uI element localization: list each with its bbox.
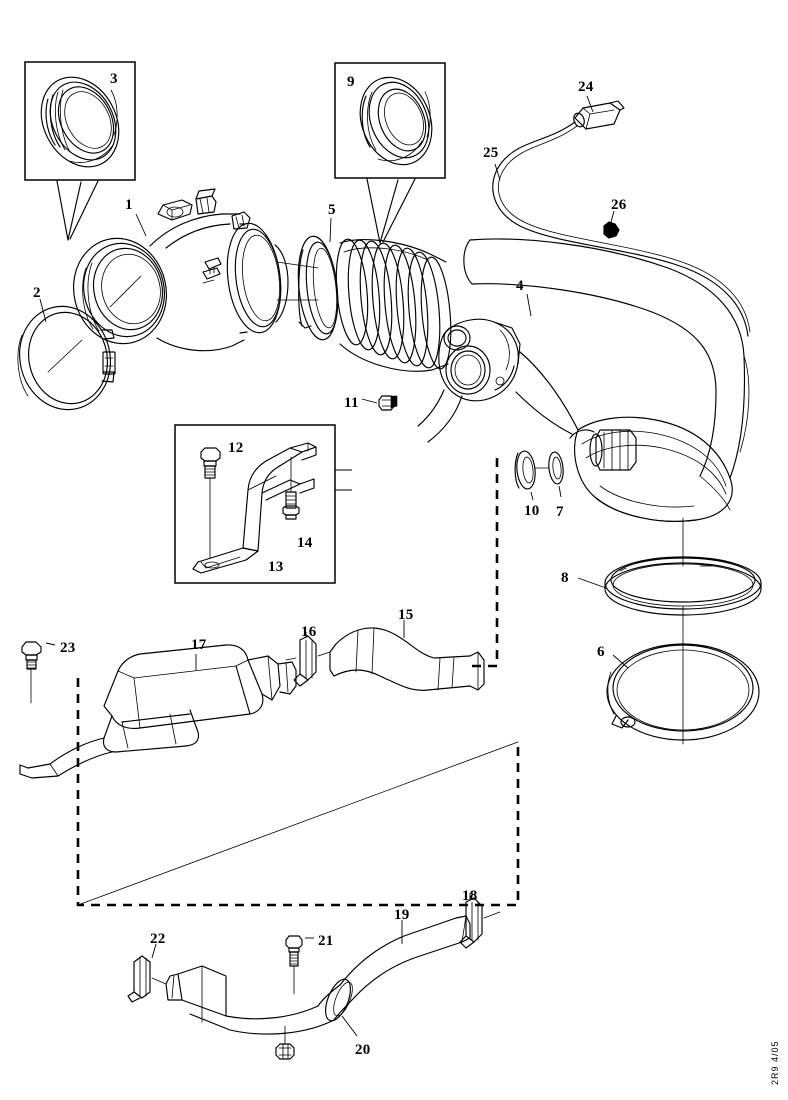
sheet-code: 2R9 4/05: [770, 1040, 780, 1085]
bracket-13-drawing: [192, 442, 317, 574]
callout-5: 5: [328, 202, 336, 218]
large-duct-4-drawing: [463, 238, 750, 522]
hose-clamp-16-drawing: [285, 632, 331, 687]
callout-9: 9: [347, 74, 355, 90]
callout-16: 16: [301, 624, 317, 640]
inset-box-9: [334, 62, 446, 244]
callout-4: 4: [516, 278, 524, 294]
callout-11: 11: [344, 395, 359, 411]
seal-ring-5-drawing: [297, 217, 339, 341]
sensor-24-drawing: [573, 95, 625, 130]
callout-22: 22: [150, 931, 166, 947]
callout-3: 3: [110, 71, 118, 87]
seal-ring-3-drawing: [40, 76, 120, 168]
bolt-14-drawing: [282, 456, 300, 520]
callout-19: 19: [394, 907, 410, 923]
seal-ring-9-drawing: [359, 76, 433, 166]
retaining-ring-6-drawing: [606, 639, 760, 745]
callout-25: 25: [483, 145, 499, 161]
intake-elbow-1-drawing: [72, 188, 319, 352]
callout-1: 1: [125, 197, 133, 213]
callout-6: 6: [597, 644, 605, 660]
bolt-11-drawing: [361, 395, 398, 411]
callout-13: 13: [268, 559, 284, 575]
washer-10-drawing: [514, 450, 536, 501]
callout-20: 20: [355, 1042, 371, 1058]
callout-21: 21: [318, 933, 334, 949]
callout-7: 7: [556, 504, 564, 520]
pipe-17-drawing: [19, 644, 297, 779]
callout-17: 17: [191, 637, 207, 653]
bellows-hose-drawing: [335, 238, 452, 372]
dashed-routing-lines: [76, 458, 520, 907]
bolt-12-drawing: [200, 447, 221, 559]
callout-12: 12: [228, 440, 244, 456]
washer-7-drawing: [534, 451, 564, 498]
cable-clip-26-drawing: [603, 210, 620, 239]
callout-15: 15: [398, 607, 414, 623]
sensor-cable-25-drawing: [492, 121, 751, 337]
duct-adapter-drawing: [569, 429, 637, 471]
nut-lower-drawing: [275, 1025, 295, 1060]
s-bend-hose-15-drawing: [329, 620, 485, 691]
clamp-band-8-drawing: [577, 517, 762, 641]
callout-2: 2: [33, 285, 41, 301]
callout-14: 14: [297, 535, 313, 551]
inset-box-3: [24, 61, 136, 241]
bolt-21-drawing: [285, 935, 314, 995]
bolt-23-drawing: [21, 641, 56, 704]
inset-box-bracket: [174, 424, 352, 584]
callout-18: 18: [462, 888, 478, 904]
lower-pipe-19-drawing: [165, 915, 471, 1037]
callout-24: 24: [578, 79, 594, 95]
center-hub-drawing: [417, 318, 521, 443]
clamp-ring-2-drawing: [17, 298, 116, 411]
callout-8: 8: [561, 570, 569, 586]
callout-10: 10: [524, 503, 540, 519]
callout-23: 23: [60, 640, 76, 656]
hose-clamp-18-drawing: [459, 893, 501, 949]
end-clamp-22-drawing: [127, 943, 167, 1003]
callout-26: 26: [611, 197, 627, 213]
